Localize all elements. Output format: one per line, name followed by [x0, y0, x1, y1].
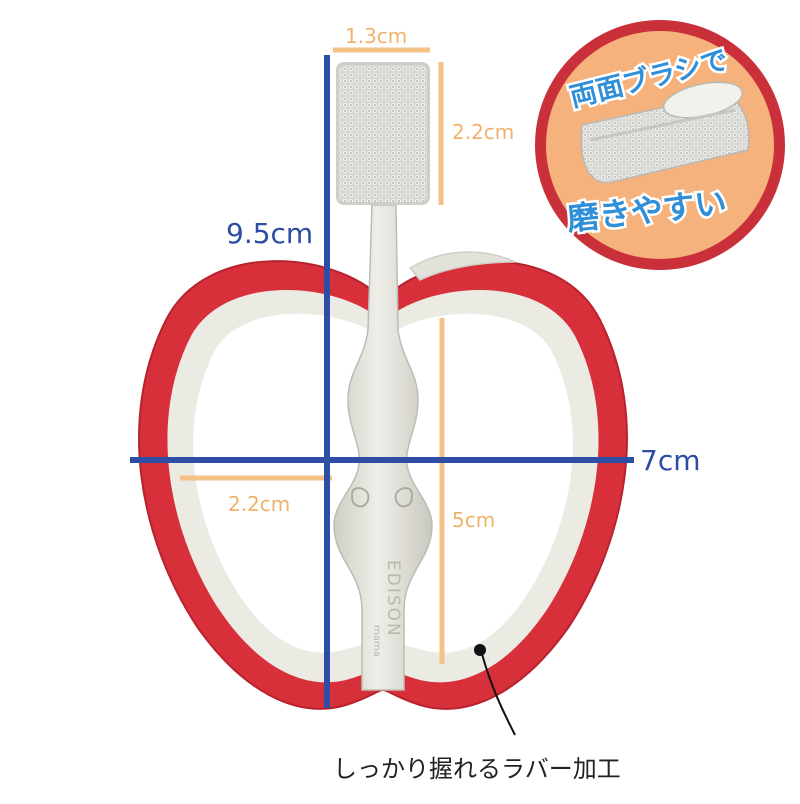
toothbrush-handle: EDISON mama — [333, 204, 433, 691]
label-total-height: 9.5cm — [226, 217, 314, 250]
badge-brush-stripe — [589, 108, 736, 142]
handle-eye-left — [351, 487, 370, 508]
callout-line — [481, 653, 516, 736]
brush-head-bristles — [339, 65, 427, 202]
double-sided-brush-badge: 両面ブラシで 磨きやすい — [535, 20, 785, 270]
label-handle-height: 5cm — [452, 508, 496, 532]
rubber-callout-pointer — [474, 644, 516, 736]
label-grip-offset: 2.2cm — [228, 492, 291, 516]
handle-body — [333, 204, 433, 691]
rubber-grip-caption: しっかり握れるラバー加工 — [333, 755, 621, 783]
dimension-lines-blue — [130, 55, 634, 708]
dimension-lines-orange — [180, 47, 445, 664]
brand-text: EDISON — [383, 560, 403, 638]
label-head-width: 1.3cm — [345, 24, 408, 48]
label-head-height: 2.2cm — [452, 120, 515, 144]
brush-head — [336, 62, 430, 205]
callout-dot — [474, 644, 486, 656]
apple-stem — [408, 251, 516, 281]
brand-subtext: mama — [371, 625, 382, 657]
handle-eye-right — [394, 487, 413, 508]
label-total-width: 7cm — [640, 444, 701, 477]
badge-brush-illustration — [580, 81, 750, 184]
